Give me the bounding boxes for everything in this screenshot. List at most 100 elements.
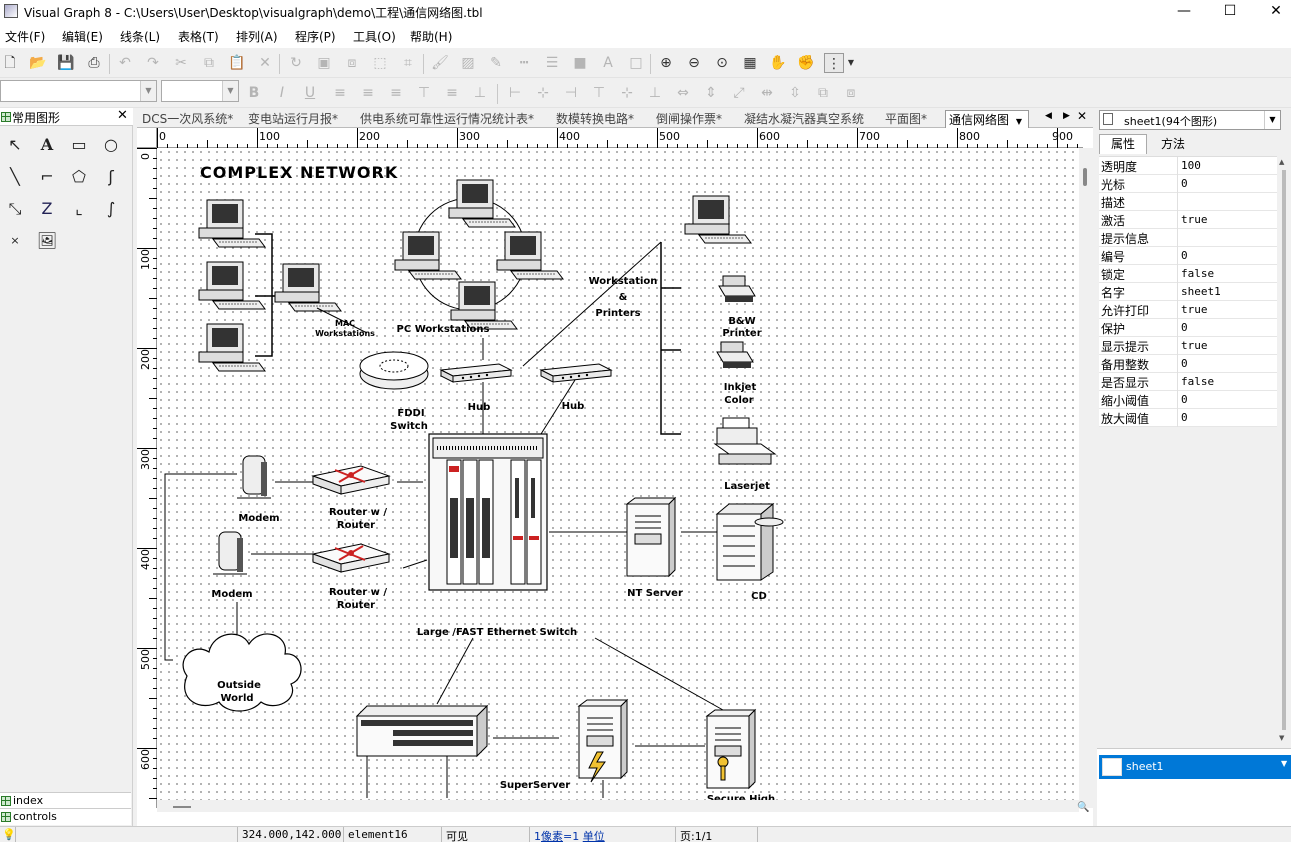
vertical-scroll-thumb[interactable]: [1083, 168, 1087, 186]
modem-1[interactable]: [236, 455, 272, 499]
tab-da-circuit[interactable]: 数模转换电路*: [556, 112, 635, 126]
property-value[interactable]: 0: [1181, 393, 1188, 406]
elbow-connector-icon[interactable]: ⌞: [75, 199, 83, 218]
print-icon[interactable]: ⎙: [88, 55, 100, 71]
polygon-icon[interactable]: ⬠: [72, 167, 86, 186]
mac-server[interactable]: [274, 263, 342, 312]
same-size-icon[interactable]: ⤢: [733, 85, 745, 101]
property-row[interactable]: 提示信息: [1099, 229, 1277, 247]
tab-substation-report[interactable]: 变电站运行月报*: [248, 112, 339, 126]
tab-properties[interactable]: 属性: [1099, 134, 1147, 154]
magnifier-icon[interactable]: 🔍: [1077, 802, 1090, 813]
menu-line[interactable]: 线条(L): [120, 30, 161, 44]
status-unit[interactable]: 1像素=1 单位: [532, 827, 676, 842]
pattern-icon[interactable]: ▨: [461, 55, 475, 71]
obj-align-top-icon[interactable]: ⊤: [592, 85, 606, 101]
line-icon[interactable]: ╲: [10, 167, 20, 186]
panel-item-index[interactable]: index: [0, 792, 131, 808]
superserver[interactable]: [578, 699, 628, 779]
select-frame-icon[interactable]: ⬚: [373, 55, 387, 71]
zoom-out-icon[interactable]: ⊖: [688, 55, 700, 71]
italic-icon[interactable]: I: [279, 85, 285, 101]
mac-computer-1[interactable]: [198, 199, 266, 248]
shape-panel-close[interactable]: ✕: [117, 108, 128, 123]
sheet-list-item[interactable]: sheet1 ▼: [1099, 755, 1291, 779]
shadow-icon[interactable]: ■: [573, 55, 587, 71]
v-spacing-icon[interactable]: ⇳: [789, 85, 801, 101]
property-row[interactable]: 描述: [1099, 193, 1277, 211]
select-arrow-icon[interactable]: ↖: [8, 135, 22, 154]
tab-network-diagram[interactable]: 通信网络图 ▼: [945, 110, 1029, 128]
frame-icon[interactable]: □: [629, 55, 643, 71]
underline-icon[interactable]: U: [304, 85, 316, 101]
scroll-down-icon[interactable]: ▼: [1279, 734, 1285, 742]
menu-edit[interactable]: 编辑(E): [62, 30, 103, 44]
pc-workstation-bottom[interactable]: [450, 281, 518, 330]
panel-item-controls[interactable]: controls: [0, 808, 131, 825]
bold-icon[interactable]: B: [248, 85, 260, 101]
mac-computer-3[interactable]: [198, 323, 266, 372]
polyline-icon[interactable]: ⌐: [40, 167, 54, 186]
tab-close-icon[interactable]: ✕: [1077, 109, 1088, 123]
obj-align-bottom-icon[interactable]: ⊥: [648, 85, 662, 101]
object-selector[interactable]: sheet1(94个图形) ▼: [1099, 110, 1281, 130]
chevron-down-icon[interactable]: ▼: [1281, 759, 1288, 768]
property-value[interactable]: true: [1181, 213, 1208, 226]
cut-icon[interactable]: ✂: [175, 55, 187, 71]
menu-arrange[interactable]: 排列(A): [236, 30, 278, 44]
pc-workstation-right[interactable]: [496, 231, 564, 280]
delete-icon[interactable]: ✕: [259, 55, 271, 71]
z-connector-icon[interactable]: Z: [41, 199, 53, 218]
fill-color-icon[interactable]: 🖌: [431, 55, 449, 71]
property-value[interactable]: false: [1181, 267, 1215, 280]
line-width-icon[interactable]: ☰: [545, 55, 559, 71]
paste-icon[interactable]: 📋: [228, 55, 246, 71]
layer-front-icon[interactable]: ⧉: [818, 85, 828, 101]
grid-icon[interactable]: ⋮: [824, 53, 844, 73]
align-bottom-icon[interactable]: ⊥: [473, 85, 487, 101]
workstation-pc[interactable]: [684, 195, 752, 244]
transform-icon[interactable]: ⌗: [404, 55, 412, 71]
hub-2[interactable]: [540, 363, 612, 383]
router-2[interactable]: [312, 543, 390, 573]
pan-hand-icon[interactable]: ✋: [769, 55, 787, 71]
menu-table[interactable]: 表格(T): [178, 30, 219, 44]
h-spacing-icon[interactable]: ⇹: [761, 85, 773, 101]
tab-dcs[interactable]: DCS一次风系统*: [142, 112, 234, 126]
ethernet-switch-chassis[interactable]: [428, 433, 548, 591]
ungroup-icon[interactable]: ⧈: [347, 55, 357, 71]
unit-word-link[interactable]: 单位: [582, 830, 605, 842]
scroll-up-icon[interactable]: ▲: [1279, 158, 1285, 166]
text-tool-icon[interactable]: A: [40, 135, 54, 154]
rotate-icon[interactable]: ↻: [290, 55, 302, 71]
text-color-icon[interactable]: A: [603, 55, 613, 71]
open-folder-icon[interactable]: 📂: [29, 55, 47, 71]
align-right-icon[interactable]: ≡: [390, 85, 402, 101]
connector-line-icon[interactable]: ⤡: [8, 199, 22, 218]
undo-icon[interactable]: ↶: [119, 55, 131, 71]
tab-methods[interactable]: 方法: [1160, 137, 1185, 151]
curve-connector-icon[interactable]: ∫: [106, 199, 116, 218]
property-value[interactable]: false: [1181, 375, 1215, 388]
align-middle-icon[interactable]: ≡: [446, 85, 458, 101]
align-left-icon[interactable]: ≡: [334, 85, 346, 101]
font-size-combo[interactable]: ▼: [161, 80, 239, 102]
group-icon[interactable]: ▣: [317, 55, 331, 71]
router-1[interactable]: [312, 465, 390, 495]
cross-icon[interactable]: ×: [10, 234, 20, 247]
modem-2[interactable]: [212, 531, 248, 575]
tab-switching-ticket[interactable]: 倒闸操作票*: [656, 112, 723, 126]
maximize-button[interactable]: ☐: [1223, 3, 1237, 19]
horizontal-scrollbar[interactable]: [157, 800, 1079, 812]
